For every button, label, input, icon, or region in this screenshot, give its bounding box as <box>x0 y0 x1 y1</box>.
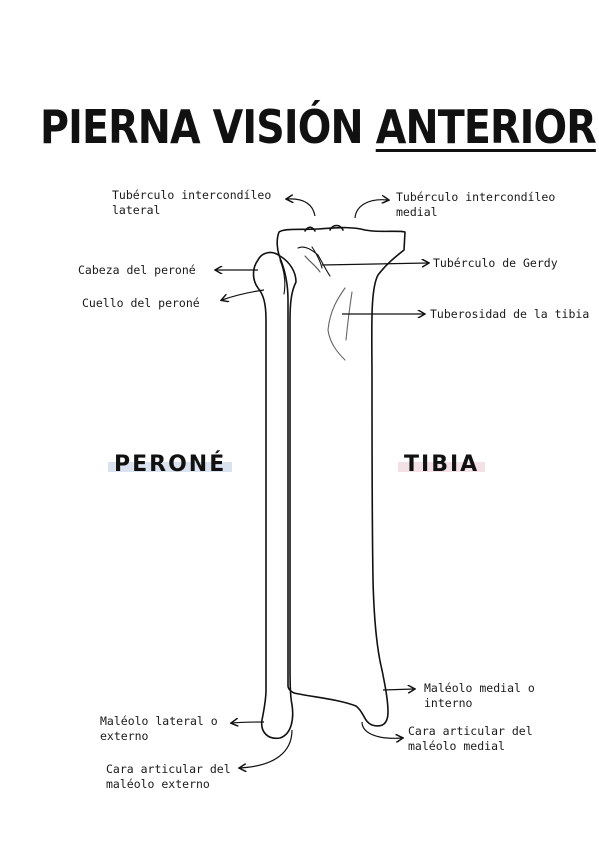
page-title: PIERNA VISIÓN ANTERIOR <box>40 100 597 170</box>
title-part-1: PIERNA VISIÓN <box>40 100 376 154</box>
leader-gerdy <box>321 263 428 265</box>
fibula-name: PERONÉ <box>108 452 233 477</box>
label-maleolo-medial: Maléolo medial o interno <box>424 681 535 711</box>
leader-maleolo-medial <box>382 689 414 690</box>
leader-tub-lateral <box>287 199 316 217</box>
label-line: Maléolo medial o <box>424 681 535 695</box>
tibia-name: TIBIA <box>398 452 486 477</box>
leader-cara-medial <box>361 721 402 738</box>
leader-tub-medial <box>354 200 388 219</box>
label-line: Cara articular del <box>106 762 231 776</box>
label-line: maléolo externo <box>106 777 210 791</box>
label-cuello-perone: Cuello del peroné <box>82 296 200 310</box>
label-line: medial <box>396 205 438 219</box>
leader-cara-externo <box>240 729 293 768</box>
label-line: lateral <box>112 203 161 217</box>
leader-cuello <box>222 289 265 300</box>
label-line: Tubérculo intercondíleo <box>112 188 272 202</box>
label-tuberculo-gerdy: Tubérculo de Gerdy <box>433 256 558 270</box>
label-tub-intercondileo-medial: Tubérculo intercondíleo medial <box>396 190 555 220</box>
title-part-2: ANTERIOR <box>375 100 597 154</box>
label-line: externo <box>100 729 149 743</box>
label-cara-articular-medial: Cara articular del maléolo medial <box>408 724 533 754</box>
label-line: Maléolo lateral o <box>100 714 218 728</box>
fibula-outline <box>252 251 297 740</box>
label-maleolo-lateral: Maléolo lateral o externo <box>100 714 218 744</box>
leader-maleolo-lateral <box>232 722 265 723</box>
label-tub-intercondileo-lateral: Tubérculo intercondíleo lateral <box>112 188 271 218</box>
label-line: Cara articular del <box>408 724 533 738</box>
label-line: interno <box>424 696 473 710</box>
label-cabeza-perone: Cabeza del peroné <box>78 263 196 277</box>
label-line: Tubérculo intercondíleo <box>396 190 556 204</box>
tibia-outline <box>276 226 406 727</box>
label-cara-articular-externo: Cara articular del maléolo externo <box>106 762 231 792</box>
label-line: maléolo medial <box>408 739 505 753</box>
label-tuberosidad-tibia: Tuberosidad de la tibia <box>430 307 590 321</box>
